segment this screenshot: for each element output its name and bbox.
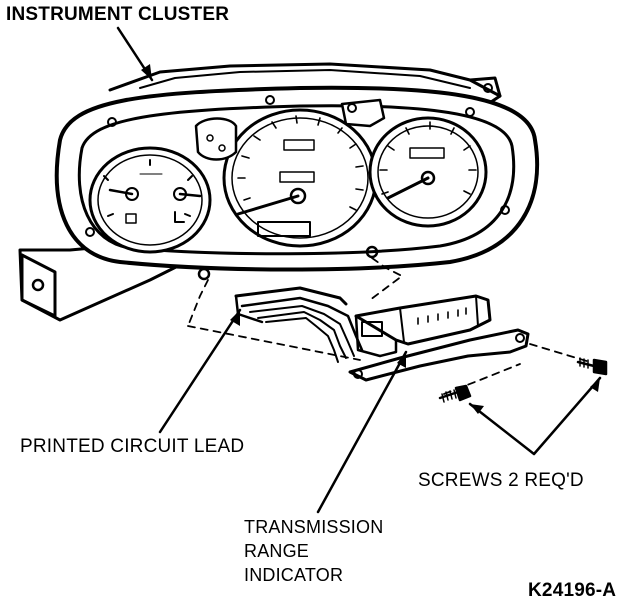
figure-code: K24196-A bbox=[528, 580, 617, 601]
transmission-range-indicator-label-line-3: INDICATOR bbox=[244, 565, 344, 585]
odometer-window bbox=[257, 221, 311, 237]
arrowhead-instrument-cluster bbox=[141, 64, 152, 80]
arrowhead-printed-circuit-lead bbox=[230, 310, 240, 326]
cluster-left-flange bbox=[20, 253, 57, 318]
right-lamp-pod bbox=[340, 98, 386, 128]
transmission-range-indicator-label-line-1: TRANSMISSION bbox=[244, 517, 384, 537]
speedometer-needle bbox=[236, 194, 300, 216]
screws-label: SCREWS 2 REQ'D bbox=[418, 470, 584, 491]
transmission-range-indicator-part bbox=[348, 294, 530, 382]
left-gauge bbox=[88, 146, 212, 254]
phantom-line-screw-right bbox=[529, 343, 591, 363]
leader-screws bbox=[468, 376, 602, 456]
phantom-line-right bbox=[369, 257, 403, 301]
arrowhead-screw-left bbox=[470, 404, 484, 414]
tachometer bbox=[368, 116, 488, 228]
arrowhead-screw-right bbox=[590, 378, 600, 392]
phantom-line-bottom bbox=[187, 325, 361, 361]
leader-printed-circuit-lead bbox=[158, 308, 242, 434]
printed-circuit-lead-label: PRINTED CIRCUIT LEAD bbox=[20, 436, 245, 457]
arrowhead-transmission-range-indicator bbox=[397, 352, 406, 368]
leader-transmission-range-indicator bbox=[316, 350, 408, 514]
screw-right bbox=[576, 357, 608, 376]
tachometer-hub bbox=[420, 170, 436, 186]
speedometer-hub bbox=[289, 187, 307, 205]
transmission-range-indicator-label-line-2: RANGE bbox=[244, 541, 310, 561]
cluster-right-tab bbox=[468, 76, 502, 106]
screw-left bbox=[438, 384, 472, 403]
instrument-cluster-label: INSTRUMENT CLUSTER bbox=[6, 4, 230, 25]
left-lamp-pod bbox=[194, 117, 238, 161]
speedometer bbox=[222, 108, 378, 248]
indicator-mounting-arm bbox=[348, 328, 530, 382]
phantom-line-left bbox=[187, 279, 209, 327]
printed-circuit-lead bbox=[234, 286, 364, 363]
transmission-range-indicator-label: TRANSMISSION RANGE INDICATOR bbox=[244, 515, 383, 587]
tachometer-needle bbox=[386, 176, 430, 200]
